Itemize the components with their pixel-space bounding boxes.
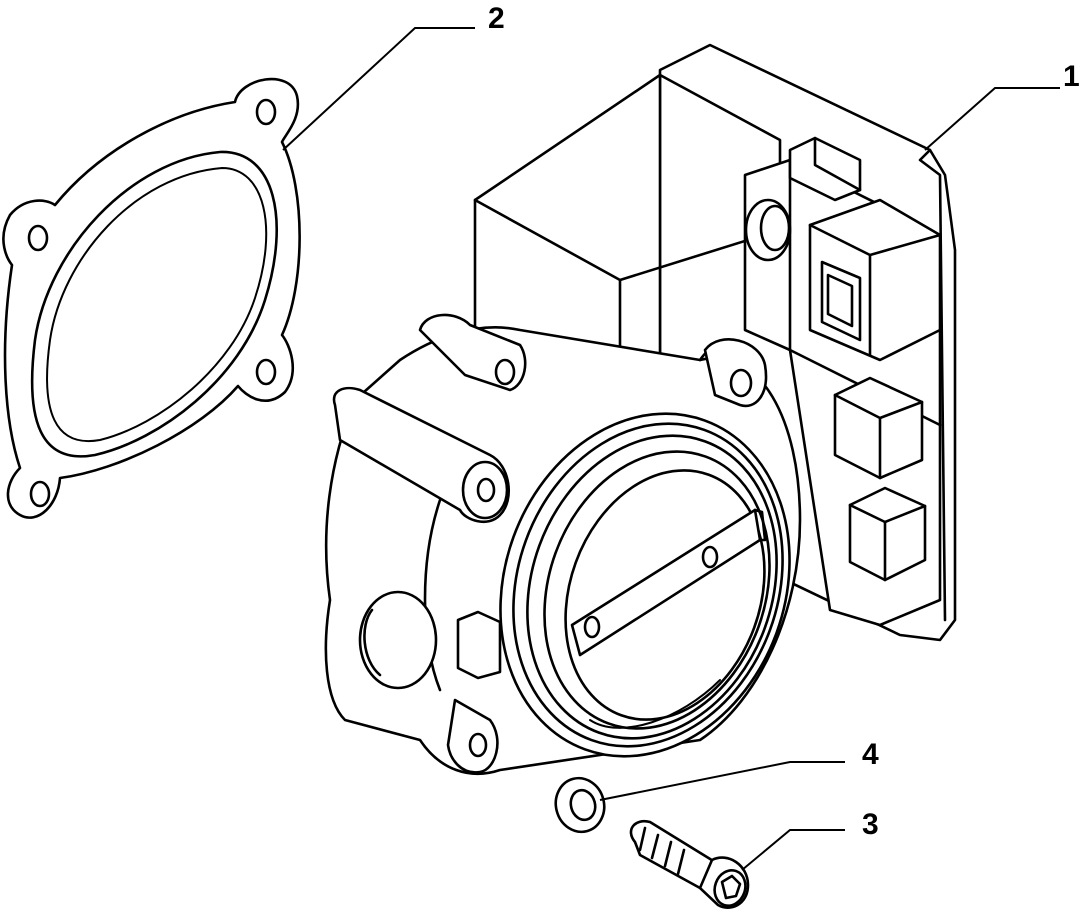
throttle-body <box>324 43 957 775</box>
leader-3 <box>741 829 845 871</box>
callouts: 1 2 3 4 <box>488 2 1080 841</box>
callout-1: 1 <box>1063 60 1080 93</box>
screw <box>629 819 750 909</box>
callout-4: 4 <box>862 738 879 771</box>
leader-4 <box>599 761 845 801</box>
leader-2 <box>282 27 475 151</box>
leader-1 <box>924 87 1060 151</box>
callout-3: 3 <box>862 808 879 841</box>
washer <box>554 776 606 834</box>
callout-2: 2 <box>488 2 505 35</box>
gasket <box>2 77 301 519</box>
leader-lines <box>282 27 1060 871</box>
